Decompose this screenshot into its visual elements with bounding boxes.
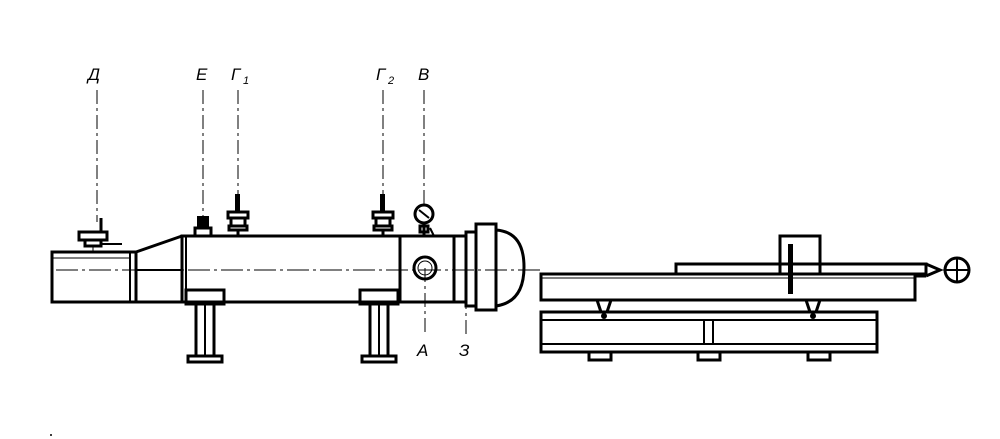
inlet-pipe: [50, 250, 138, 304]
nozzle-g2: [371, 194, 395, 236]
lower-frame: [539, 310, 879, 354]
stray-dot: [50, 434, 52, 436]
end-tip: [915, 256, 971, 284]
label-g1: Г: [231, 65, 242, 84]
nozzle-g1: [226, 194, 250, 236]
main-shell: [180, 234, 402, 304]
support-right: [358, 288, 400, 364]
right-chamber: [398, 234, 456, 304]
wedge-left: [594, 298, 614, 319]
support-left: [184, 288, 226, 364]
bed-plate: [539, 272, 917, 302]
label-g2-sub: 2: [387, 75, 394, 87]
label-g1-sub: 1: [243, 75, 249, 87]
end-cover: [454, 222, 526, 312]
side-view: Д Е Г 1 Г 2 В А З: [50, 65, 540, 364]
label-g2: Г: [376, 65, 387, 84]
label-e: Е: [196, 65, 208, 84]
foot-middle: [696, 350, 722, 362]
pressure-gauge: [413, 203, 435, 237]
label-v: В: [418, 65, 429, 84]
foot-left: [587, 350, 613, 362]
cone-transition: [135, 234, 183, 304]
nozzle-d: [77, 218, 122, 252]
wedge-right: [803, 298, 823, 319]
label-z: З: [459, 341, 470, 360]
carriage-block: [778, 234, 822, 294]
foot-right: [806, 350, 832, 362]
nozzle-e: [193, 216, 213, 238]
label-a: А: [416, 341, 428, 360]
label-d: Д: [86, 65, 100, 84]
front-view: [539, 234, 971, 362]
